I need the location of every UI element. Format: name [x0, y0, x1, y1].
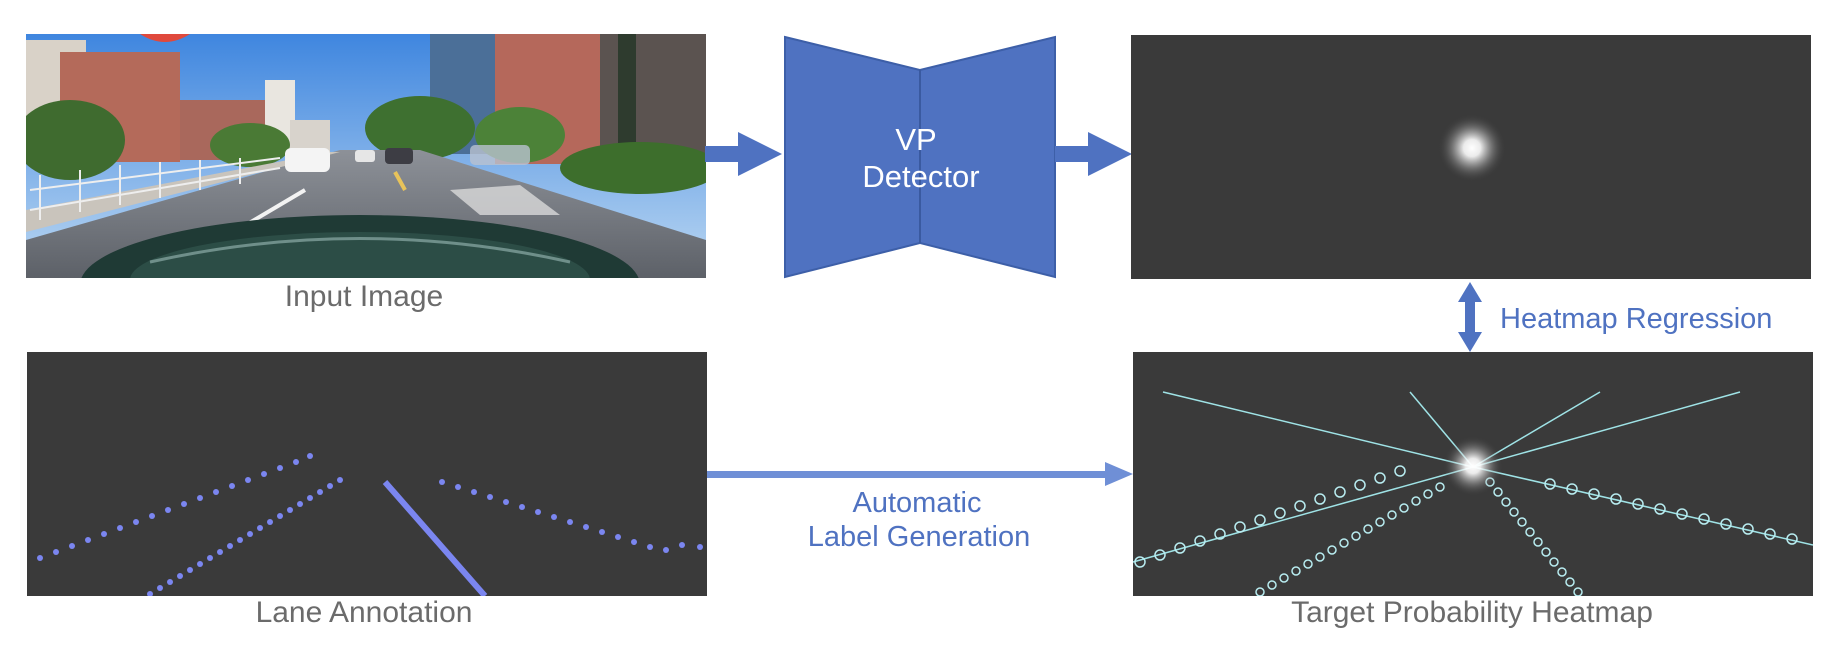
- double-arrow-vertical-icon: [1458, 282, 1482, 352]
- target-heatmap-panel: [1133, 352, 1813, 596]
- lane-dots-left: [37, 453, 313, 561]
- arrow-right-icon: [1055, 132, 1132, 176]
- arrow-right-icon: [705, 132, 782, 176]
- vp-detector-block: VP Detector: [784, 35, 1056, 279]
- lane-point-chains: [1134, 465, 1798, 596]
- lane-annotation-panel: [27, 352, 707, 596]
- target-heatmap-caption: Target Probability Heatmap: [1291, 596, 1653, 629]
- lane-dots-right: [439, 479, 703, 553]
- auto-label-line2: Label Generation: [808, 521, 1031, 553]
- lane-dots-center-right: [382, 480, 488, 596]
- heatmap-regression-label: Heatmap Regression: [1500, 303, 1772, 335]
- predicted-heatmap: [1131, 35, 1811, 279]
- input-image-caption: Input Image: [285, 280, 443, 313]
- vanishing-point-glow: [1443, 436, 1503, 496]
- lane-annotation-caption: Lane Annotation: [256, 596, 473, 629]
- input-image: [26, 34, 706, 278]
- auto-label-line1: Automatic: [853, 487, 982, 519]
- lane-dots-center-left: [147, 477, 343, 596]
- detector-label-line1: VP: [895, 122, 936, 157]
- detector-label-line2: Detector: [862, 159, 979, 194]
- arrow-right-icon: [707, 462, 1133, 486]
